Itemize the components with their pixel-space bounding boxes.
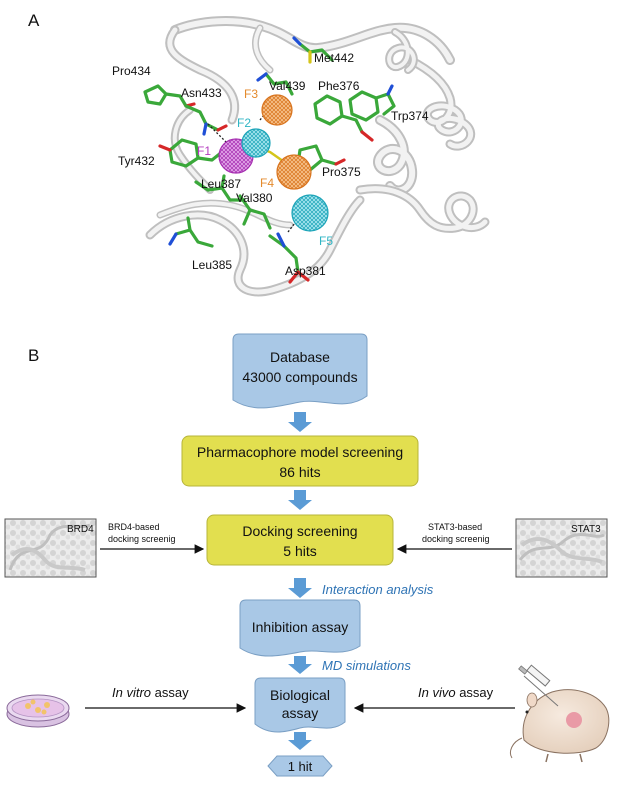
label-trp374: Trp374 xyxy=(391,109,429,123)
residue-labels: Pro434 Asn433 Met442 Val439 Phe376 Trp37… xyxy=(112,51,429,278)
label-leu385: Leu385 xyxy=(192,258,232,272)
label-f5: F5 xyxy=(319,234,333,248)
pharmacophore-title: Pharmacophore model screening xyxy=(197,444,403,460)
protein-ribbon xyxy=(145,16,490,297)
biological-line2: assay xyxy=(282,705,319,721)
md-simulations-label: MD simulations xyxy=(322,658,411,673)
in-vitro-italic: In vitro xyxy=(112,685,151,700)
label-leu387: Leu387 xyxy=(201,177,241,191)
feature-sphere-f4 xyxy=(276,154,312,190)
docking-hits: 5 hits xyxy=(283,543,316,559)
brd4-image-label: BRD4 xyxy=(67,524,94,535)
in-vivo-rest: assay xyxy=(456,685,494,700)
in-vivo-italic: In vivo xyxy=(418,685,456,700)
label-pro375: Pro375 xyxy=(322,165,361,179)
brd4-caption-line2: docking screenig xyxy=(108,534,176,544)
feature-sphere-f3 xyxy=(261,94,293,126)
in-vivo-label: In vivo assay xyxy=(418,685,494,700)
brd4-structure-image: BRD4 xyxy=(4,518,97,578)
label-f2: F2 xyxy=(237,116,251,130)
label-val380: Val380 xyxy=(236,191,273,205)
inhibition-assay-label: Inhibition assay xyxy=(252,619,349,635)
flow-arrows xyxy=(288,412,312,750)
label-pro434: Pro434 xyxy=(112,64,151,78)
label-met442: Met442 xyxy=(314,51,354,65)
pharmacophore-screening-box: Pharmacophore model screening 86 hits xyxy=(181,435,419,487)
feature-sphere-f5 xyxy=(291,194,329,232)
pharmacophore-features xyxy=(218,94,329,232)
database-count: 43000 compounds xyxy=(242,369,357,385)
petri-dish-icon xyxy=(6,694,70,728)
pharmacophore-hits: 86 hits xyxy=(279,464,320,480)
brd4-caption-line1: BRD4-based xyxy=(108,522,160,532)
label-asn433: Asn433 xyxy=(181,86,222,100)
label-asp381: Asp381 xyxy=(285,264,326,278)
final-hit-label: 1 hit xyxy=(288,759,313,774)
biological-assay-box: Biological assay xyxy=(254,677,346,733)
label-f4: F4 xyxy=(260,176,274,190)
in-vitro-label: In vitro assay xyxy=(112,685,189,700)
panel-a-letter: A xyxy=(28,11,40,30)
mouse-syringe-icon xyxy=(509,664,610,763)
panel-b-letter: B xyxy=(28,346,39,365)
in-vitro-rest: assay xyxy=(151,685,189,700)
label-f1: F1 xyxy=(197,144,211,158)
feature-sphere-f2 xyxy=(241,128,271,158)
stat3-structure-image: STAT3 xyxy=(515,518,608,578)
label-tyr432: Tyr432 xyxy=(118,154,155,168)
stat3-caption-line2: docking screenig xyxy=(422,534,490,544)
label-val439: Val439 xyxy=(269,79,306,93)
interaction-analysis-label: Interaction analysis xyxy=(322,582,434,597)
biological-line1: Biological xyxy=(270,687,330,703)
stat3-image-label: STAT3 xyxy=(571,524,601,535)
inhibition-assay-box: Inhibition assay xyxy=(239,599,361,657)
label-phe376: Phe376 xyxy=(318,79,360,93)
database-box: Database 43000 compounds xyxy=(232,333,368,409)
final-hit-badge: 1 hit xyxy=(267,755,333,777)
label-f3: F3 xyxy=(244,87,258,101)
docking-screening-box: Docking screening 5 hits xyxy=(206,514,394,566)
stat3-caption-line1: STAT3-based xyxy=(428,522,482,532)
database-title: Database xyxy=(270,349,330,365)
docking-title: Docking screening xyxy=(242,523,357,539)
feature-labels: F1 F2 F3 F4 F5 xyxy=(197,87,333,248)
